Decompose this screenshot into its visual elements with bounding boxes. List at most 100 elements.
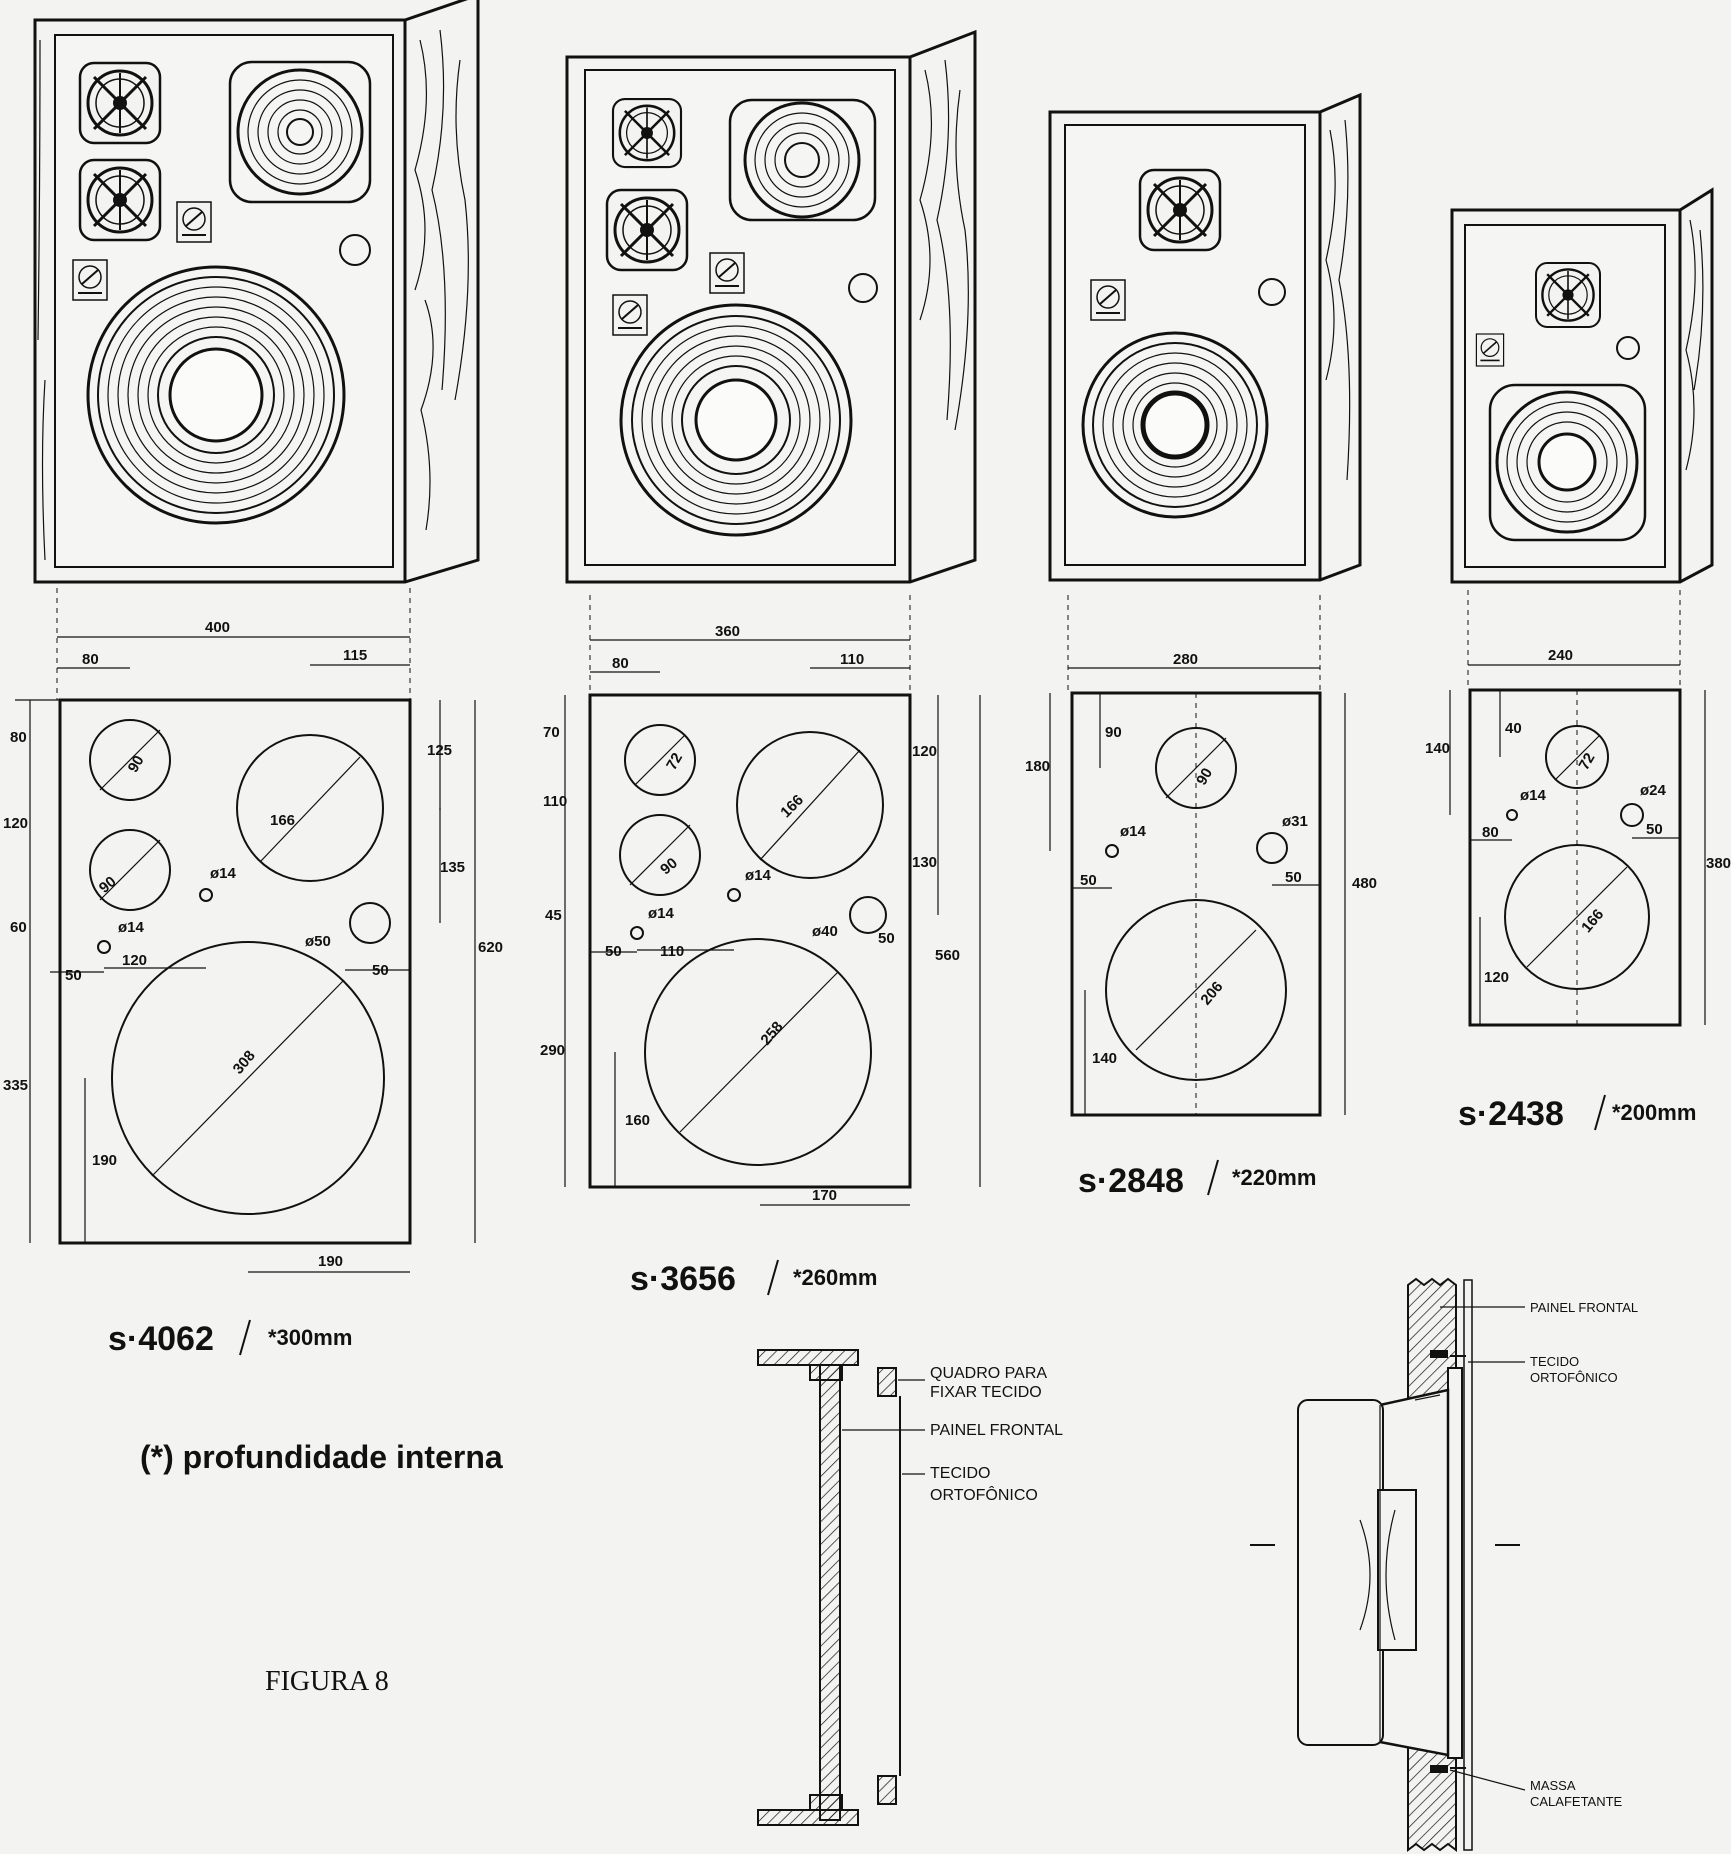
- dim-115: 115: [343, 647, 367, 664]
- dim-p14-3: ø14: [1120, 823, 1147, 840]
- depth-s2848: *220mm: [1232, 1165, 1316, 1190]
- dim-h380: 380: [1706, 855, 1731, 872]
- dim-x50-4: 50: [1646, 821, 1663, 838]
- dim-h70: 70: [543, 724, 560, 741]
- cab2-woofer: [619, 303, 853, 537]
- dim-port40: ø40: [812, 923, 838, 940]
- dim-h160: 160: [625, 1112, 650, 1129]
- panel-drawing-s2848: 280 90 ø14 ø31 206 180 90 50 50 480 140 …: [1025, 595, 1377, 1200]
- dim-port24: ø24: [1640, 782, 1667, 799]
- cab2-mid-driver: [728, 98, 877, 222]
- dim-80: 80: [82, 651, 99, 668]
- dim-t72: 72: [663, 750, 686, 773]
- dim-port31: ø31: [1282, 813, 1308, 830]
- panel-drawing-s4062: 400 80 115 90 90 166 308 ø14 ø14 ø50 80 …: [3, 588, 503, 1358]
- depth-footnote: (*) profundidade interna: [140, 1439, 503, 1475]
- dim-166-4: 166: [1578, 906, 1607, 936]
- model-name-s2438: s·2438: [1458, 1095, 1564, 1133]
- dim-166-2: 166: [777, 792, 807, 822]
- label-tecido-left-line1: TECIDO: [930, 1465, 990, 1482]
- panel-drawing-s2438: 240 72 ø14 ø24 166 140 40 80 50 380 120 …: [1425, 590, 1731, 1133]
- dim-206: 206: [1197, 978, 1226, 1008]
- label-painel-frontal-left: PAINEL FRONTAL: [930, 1422, 1063, 1439]
- dim-h190: 190: [92, 1152, 117, 1169]
- label-quadro-line2: FIXAR TECIDO: [930, 1384, 1042, 1401]
- depth-s4062: *300mm: [268, 1325, 352, 1350]
- label-tecido-right-line2: ORTOFÔNICO: [1530, 1370, 1618, 1385]
- model-name-s3656: s·3656: [630, 1260, 736, 1298]
- dim-h560: 560: [935, 947, 960, 964]
- cab4-woofer: [1488, 383, 1647, 542]
- dim-80-2: 80: [612, 655, 629, 672]
- cab1-mid-driver: [228, 60, 372, 204]
- dim-x50b: 50: [372, 962, 389, 979]
- dim-r135: 135: [440, 859, 465, 876]
- dim-h120: 120: [3, 815, 28, 832]
- dim-h80-4-label: 40: [1505, 720, 1522, 737]
- dim-h290: 290: [540, 1042, 565, 1059]
- dim-h620: 620: [478, 939, 503, 956]
- dim-x110-2: 110: [660, 943, 684, 960]
- figure-label: FIGURA 8: [265, 1666, 389, 1697]
- dim-t90-2: 90: [657, 855, 681, 879]
- dim-p14b-2: ø14: [648, 905, 675, 922]
- label-massa-line1: MASSA: [1530, 1778, 1576, 1793]
- dim-x50: 50: [65, 967, 82, 984]
- dim-p14b: ø14: [118, 919, 145, 936]
- label-tecido-right-line1: TECIDO: [1530, 1354, 1579, 1369]
- dim-h120-4: 120: [1484, 969, 1509, 986]
- dim-r120: 120: [912, 743, 937, 760]
- label-quadro-line1: QUADRO PARA: [930, 1365, 1047, 1382]
- panel-drawing-s3656: 360 80 110 72 90 166 258 ø14 ø14 ø40 70 …: [540, 595, 981, 1298]
- label-painel-frontal-right: PAINEL FRONTAL: [1530, 1300, 1638, 1315]
- dim-width: 400: [205, 619, 230, 636]
- grille-section-drawing: QUADRO PARA FIXAR TECIDO PAINEL FRONTAL …: [757, 1349, 1063, 1826]
- dim-p14-4: ø14: [1520, 787, 1547, 804]
- cab1-woofer: [86, 265, 346, 525]
- cab3-woofer: [1081, 331, 1269, 519]
- depth-s3656: *260mm: [793, 1265, 877, 1290]
- speaker-mount-section-drawing: PAINEL FRONTAL TECIDO ORTOFÔNICO MASSA C…: [1250, 1277, 1638, 1852]
- dim-x50-3: 50: [1080, 872, 1097, 889]
- dim-p14a: ø14: [210, 865, 237, 882]
- dim-port50: ø50: [305, 933, 331, 950]
- dim-x50b-3: 50: [1285, 869, 1302, 886]
- dim-t90-3: 90: [1193, 765, 1216, 788]
- dim-h80: 80: [10, 729, 27, 746]
- dim-166: 166: [270, 812, 295, 829]
- cabinet-s2848-illustration: [1048, 92, 1362, 582]
- dim-h110: 110: [543, 793, 567, 810]
- dim-r125: 125: [427, 742, 452, 759]
- dim-r130: 130: [912, 854, 937, 871]
- dim-h60: 60: [10, 919, 27, 936]
- dim-t72-4: 72: [1575, 750, 1598, 773]
- model-name-s4062: s·4062: [108, 1320, 214, 1358]
- dim-h180: 180: [1025, 758, 1050, 775]
- dim-h90: 90: [1105, 724, 1122, 741]
- dim-t90a: 90: [125, 753, 148, 776]
- dim-w190: 190: [318, 1253, 343, 1270]
- cabinet-s2438-illustration: [1450, 187, 1714, 584]
- dim-258: 258: [757, 1018, 786, 1048]
- dim-h335: 335: [3, 1077, 28, 1094]
- model-name-s2848: s·2848: [1078, 1162, 1184, 1200]
- label-massa-line2: CALAFETANTE: [1530, 1794, 1623, 1809]
- dim-width3: 280: [1173, 651, 1198, 668]
- dim-width2: 360: [715, 623, 740, 640]
- dim-t90b: 90: [96, 873, 120, 897]
- cabinet-s3656-illustration: [565, 29, 977, 584]
- dim-w170: 170: [812, 1187, 837, 1204]
- label-tecido-left-line2: ORTOFÔNICO: [930, 1485, 1038, 1504]
- dim-h140-3: 140: [1092, 1050, 1117, 1067]
- dim-width4: 240: [1548, 647, 1573, 664]
- dim-x40-4: 80: [1482, 824, 1499, 841]
- dim-x50b-2: 50: [878, 930, 895, 947]
- dim-x120: 120: [122, 952, 147, 969]
- dim-h45: 45: [545, 907, 562, 924]
- dim-h140-4: 140: [1425, 740, 1450, 757]
- dim-308: 308: [230, 1047, 259, 1077]
- cabinet-s4062-illustration: [33, 0, 480, 584]
- dim-110-2: 110: [840, 651, 864, 668]
- dim-p14a-2: ø14: [745, 867, 772, 884]
